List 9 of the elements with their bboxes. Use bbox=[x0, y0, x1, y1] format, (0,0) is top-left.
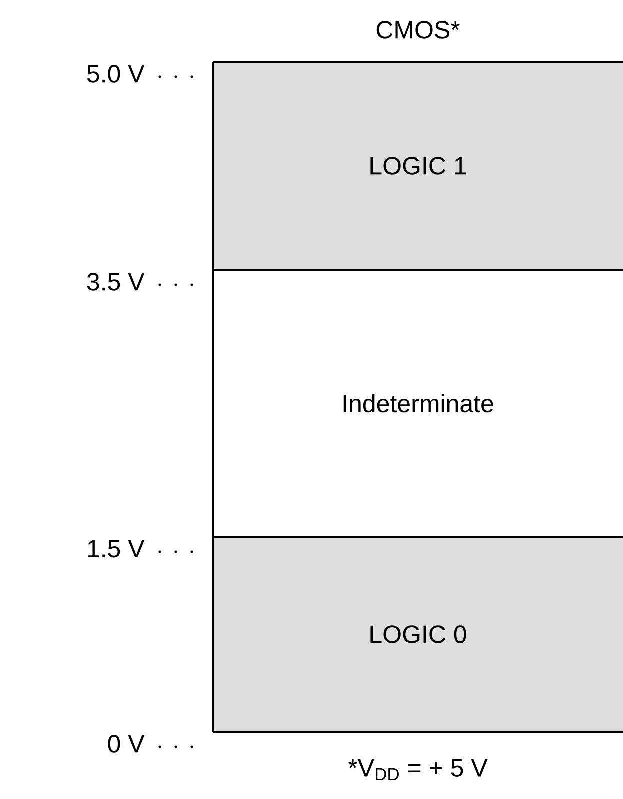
level-band: Indeterminate bbox=[212, 269, 623, 538]
title: CMOS* bbox=[376, 21, 460, 39]
voltage-label: 5.0 V bbox=[87, 65, 145, 83]
voltage-label: 1.5 V bbox=[88, 540, 145, 558]
caption: *V$_{DD}$ = + 5 V bbox=[348, 760, 488, 780]
level-band: LOGIC 1 bbox=[212, 60, 623, 271]
level-band: LOGIC 0 bbox=[212, 536, 623, 733]
voltage-label: 3.5 V bbox=[87, 273, 145, 291]
voltage-label: 0 V bbox=[108, 735, 145, 753]
